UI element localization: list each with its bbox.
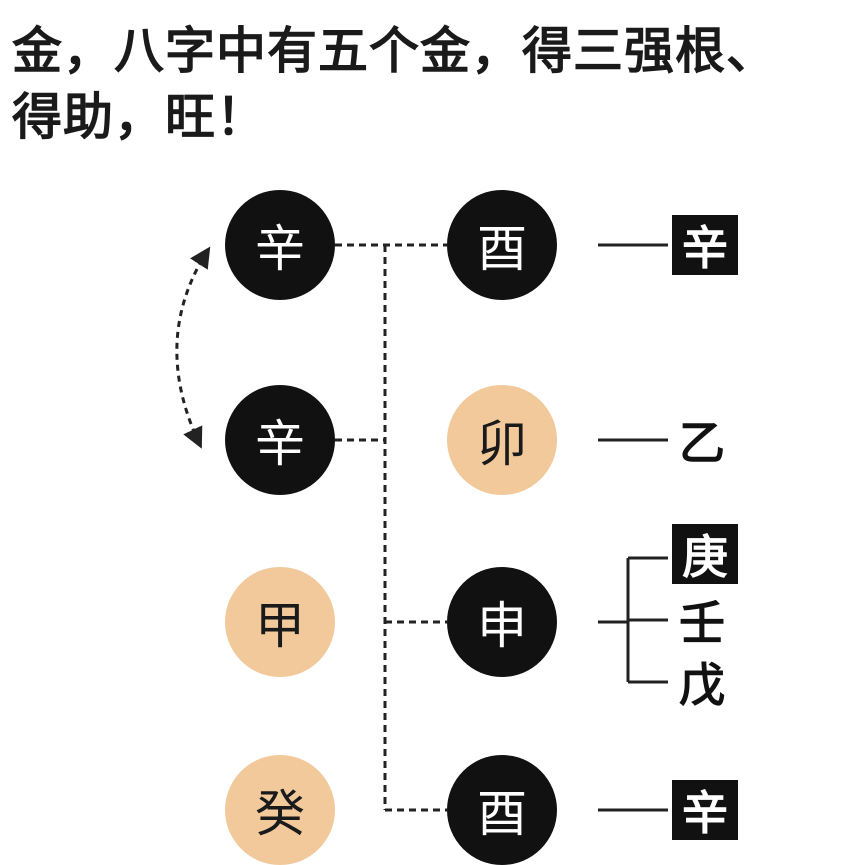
stem-circle-2: 辛	[225, 385, 335, 495]
branch-circle-1: 酉	[447, 190, 557, 300]
branch-label-4: 酉	[477, 785, 527, 843]
stem-circle-3: 甲	[225, 567, 335, 677]
caption-line-2: 得助，旺！	[12, 88, 267, 146]
stem-circle-4: 癸	[225, 755, 335, 865]
stem-label-3: 甲	[255, 597, 305, 655]
hidden-stem-row3-main: 庚	[672, 524, 738, 584]
branch-label-2: 卯	[477, 415, 527, 473]
hidden-stem-row2: 乙	[679, 416, 725, 470]
stem-label-1: 辛	[255, 220, 305, 278]
stem-label-4: 癸	[255, 785, 305, 843]
stem-circle-1: 辛	[225, 190, 335, 300]
hidden-stem-row3-residual: 戊	[679, 658, 725, 712]
hidden-stem-row4: 辛	[672, 780, 738, 840]
branch-label-3: 申	[477, 597, 527, 655]
caption: 金，八字中有五个金，得三强根、 得助，旺！	[12, 18, 857, 150]
caption-line-1: 金，八字中有五个金，得三强根、	[12, 22, 777, 80]
hidden-stem-row3-middle: 壬	[679, 596, 725, 650]
branch-circle-2: 卯	[447, 385, 557, 495]
branch-circle-4: 酉	[447, 755, 557, 865]
branch-label-1: 酉	[477, 220, 527, 278]
stem-label-2: 辛	[255, 415, 305, 473]
double-arrow-icon	[175, 246, 211, 449]
hidden-stem-row1: 辛	[672, 215, 738, 275]
branch-circle-3: 申	[447, 567, 557, 677]
